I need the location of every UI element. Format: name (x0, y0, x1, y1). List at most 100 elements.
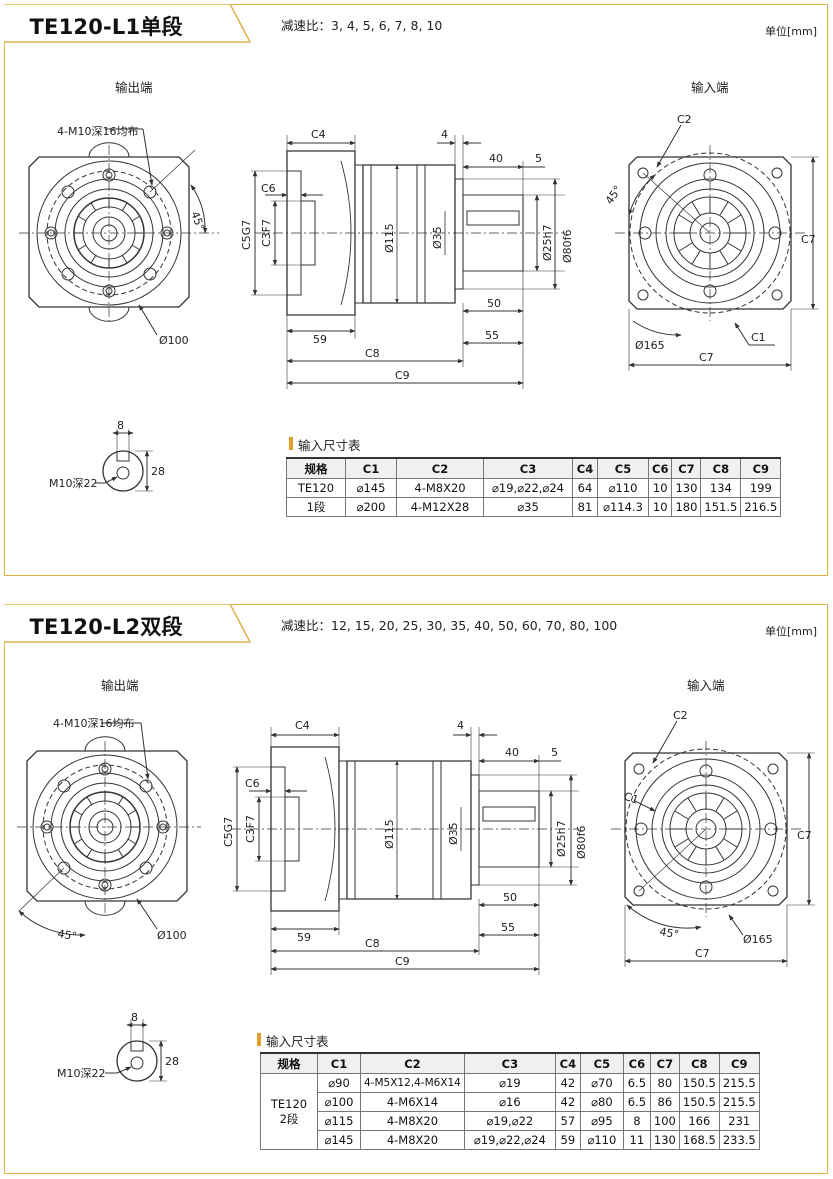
table-cell: 4-M6X14 (360, 1092, 465, 1112)
reduction-ratio: 减速比：12, 15, 20, 25, 30, 35, 40, 50, 60, … (281, 618, 618, 633)
section-title-tab: TE120-L2双段 (3, 603, 254, 644)
table-cell: ⌀115 (317, 1111, 361, 1131)
dim-c3f7: C3F7 (260, 219, 273, 247)
col-header: C2 (396, 457, 484, 479)
table-cell: 130 (649, 1130, 680, 1150)
table-cell: ⌀200 (345, 497, 397, 517)
input-end-view (611, 720, 815, 967)
col-header: C7 (649, 1052, 680, 1074)
key-thread: M10深22 (49, 477, 98, 490)
table-cell: ⌀16 (463, 1092, 556, 1112)
table-cell: 86 (649, 1092, 680, 1112)
dim-c7-vertical: C7 (797, 829, 812, 842)
table-cell: ⌀95 (579, 1111, 624, 1131)
dim-4: 4 (441, 128, 448, 141)
table-cell: ⌀90 (317, 1073, 361, 1093)
key-height: 28 (151, 465, 165, 478)
input-dimension-table: 规格 C1 C2 C3 C4 C5 C6 C7 C8 C9 TE120 ⌀145… (286, 457, 782, 517)
angle-label: 45° (188, 210, 207, 233)
table-cell: ⌀70 (579, 1073, 624, 1093)
dim-d80f6: Ø80f6 (575, 825, 588, 859)
table-cell: 216.5 (740, 497, 782, 517)
section-title: TE120-L1单段 (29, 14, 183, 39)
table-cell: 10 (647, 478, 673, 498)
col-header: C3 (483, 457, 573, 479)
dim-40: 40 (489, 152, 503, 165)
input-angle-label: 45° (603, 183, 625, 206)
thread-callout: 4-M10深16均布 (53, 717, 134, 730)
table-cell: 4-M8X20 (396, 478, 484, 498)
angle-label: 45° (56, 927, 77, 943)
dim-c9: C9 (395, 955, 410, 968)
col-header: 规格 (260, 1052, 318, 1074)
section-title-tab: TE120-L1单段 (3, 3, 254, 44)
table-cell: 231 (718, 1111, 760, 1131)
col-header: C2 (360, 1052, 465, 1074)
table-cell: 180 (671, 497, 702, 517)
table-cell: 4-M8X20 (360, 1111, 465, 1131)
table-cell: 42 (554, 1092, 581, 1112)
dim-c4: C4 (311, 128, 326, 141)
dim-c6: C6 (261, 182, 276, 195)
dim-55: 55 (501, 921, 515, 934)
col-header: C6 (622, 1052, 651, 1074)
technical-drawing: 4-M10深16均布 45° Ø100 C4 4 40 5 C6 C5G7 C3… (17, 709, 815, 1082)
dim-55: 55 (485, 329, 499, 342)
table-cell: ⌀80 (579, 1092, 624, 1112)
model-cell: TE120 2段 (260, 1073, 318, 1150)
table-cell: 4-M8X20 (360, 1130, 465, 1150)
pcd-label: Ø100 (157, 929, 187, 942)
reduction-ratio: 减速比：3, 4, 5, 6, 7, 8, 10 (281, 18, 443, 33)
dim-d115: Ø115 (383, 223, 396, 253)
col-header: C9 (740, 457, 782, 479)
table-cell: 6.5 (622, 1092, 651, 1112)
table-cell: 151.5 (700, 497, 742, 517)
output-end-label: 输出端 (115, 80, 153, 95)
dim-59: 59 (297, 931, 311, 944)
table-cell: 57 (554, 1111, 581, 1131)
key-width: 8 (117, 419, 124, 432)
table-cell: 80 (649, 1073, 680, 1093)
table-cell: 215.5 (718, 1073, 760, 1093)
table-cell: ⌀19,⌀22,⌀24 (463, 1130, 556, 1150)
output-end-view (17, 722, 201, 938)
dim-c3f7: C3F7 (244, 815, 257, 843)
model-stage: 2段 (279, 1111, 299, 1126)
table-cell: 6.5 (622, 1073, 651, 1093)
dim-c4: C4 (295, 719, 310, 732)
table-cell: 64 (572, 478, 598, 498)
table-row: 1段 ⌀200 4-M12X28 ⌀35 81 ⌀114.3 10 180 15… (286, 497, 782, 517)
col-header: C8 (700, 457, 742, 479)
table-cell: 233.5 (718, 1130, 760, 1150)
dim-d165: Ø165 (635, 339, 665, 352)
table-cell: ⌀114.3 (597, 497, 649, 517)
input-end-label: 输入端 (687, 678, 725, 693)
table-cell: 150.5 (678, 1073, 720, 1093)
table-cell: 1段 (286, 497, 346, 517)
side-view (251, 135, 565, 389)
table-cell: ⌀19 (463, 1073, 556, 1093)
col-header: C1 (317, 1052, 361, 1074)
dim-d35: Ø35 (431, 226, 444, 249)
table-cell: 134 (700, 478, 742, 498)
dim-c7-horizontal: C7 (699, 351, 714, 364)
shaft-key-detail (95, 429, 153, 492)
table-cell: ⌀19,⌀22,⌀24 (483, 478, 573, 498)
key-width: 8 (131, 1011, 138, 1024)
dim-4: 4 (457, 719, 464, 732)
dim-5: 5 (551, 746, 558, 759)
col-header: C1 (345, 457, 397, 479)
side-view (231, 727, 579, 975)
table-cell: ⌀145 (317, 1130, 361, 1150)
dim-c8: C8 (365, 937, 380, 950)
table-cell: ⌀110 (579, 1130, 624, 1150)
title-tab-shape (3, 3, 251, 43)
dim-c2: C2 (677, 113, 692, 126)
table-cell: 81 (572, 497, 598, 517)
col-header: C3 (463, 1052, 556, 1074)
table-title: 输入尺寸表 (257, 1031, 329, 1050)
input-end-view (615, 124, 819, 371)
dim-d80f6: Ø80f6 (561, 229, 574, 263)
dim-5: 5 (535, 152, 542, 165)
section-te120-l1: TE120-L1单段 减速比：3, 4, 5, 6, 7, 8, 10 单位[m… (3, 3, 828, 576)
